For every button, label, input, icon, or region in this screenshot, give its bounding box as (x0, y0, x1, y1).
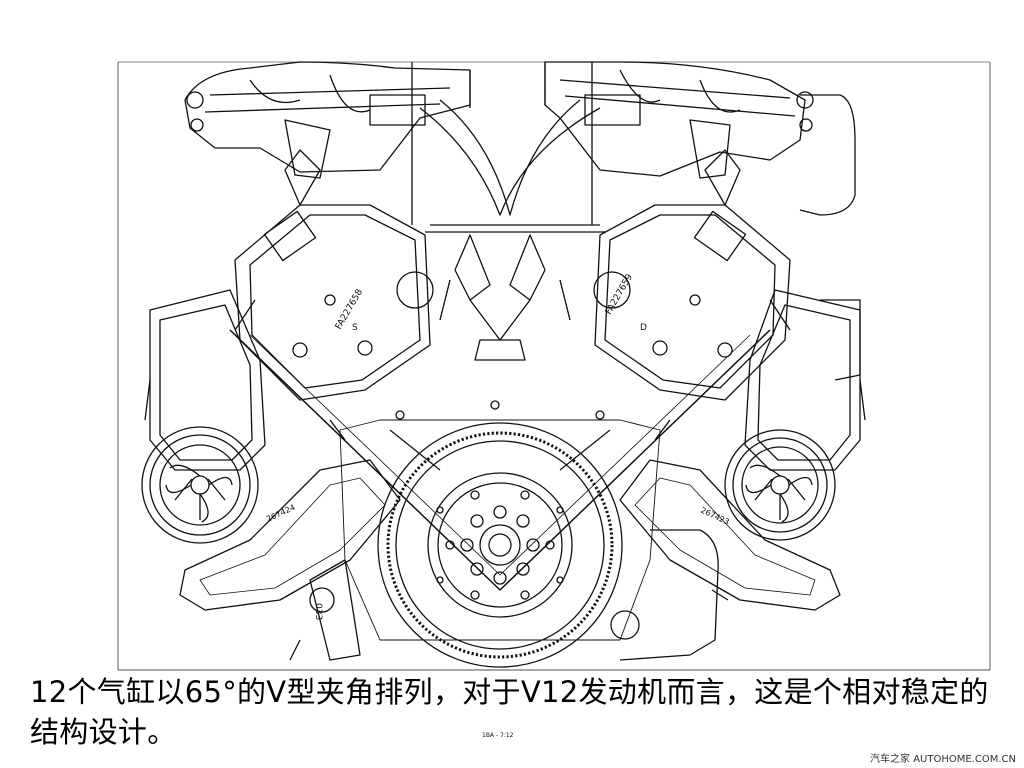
plate-code: 033 (313, 603, 323, 620)
engine-block (144, 289, 866, 471)
fuel-rail-center (425, 224, 605, 361)
site-watermark: 汽车之家 AUTOHOME.COM.CN (870, 754, 1016, 765)
pump-left-code: 267424 (265, 503, 296, 524)
cylinder-head-left (234, 149, 434, 401)
intake-plenum-right (544, 61, 856, 216)
pulley-left (141, 426, 259, 544)
head-right-letter: D (640, 323, 647, 333)
exhaust-right (619, 459, 841, 611)
exhaust-left (179, 459, 401, 611)
pulley-right (724, 429, 836, 541)
intake-runner-cross (419, 62, 601, 216)
caption-text: 12个气缸以65°的V型夹角排列，对于V12发动机而言，这是个相对稳定的结构设计… (30, 675, 989, 749)
head-left-code: FA227658 (334, 287, 365, 331)
cylinder-head-right (593, 149, 791, 401)
intake-plenum-left (184, 61, 471, 179)
flywheel (377, 422, 623, 668)
scale-note: 1BA - 7:12 (482, 732, 514, 739)
pump-right-code: 267423 (699, 506, 730, 527)
bell-housing (339, 419, 661, 641)
head-left-letter: S (352, 323, 358, 333)
